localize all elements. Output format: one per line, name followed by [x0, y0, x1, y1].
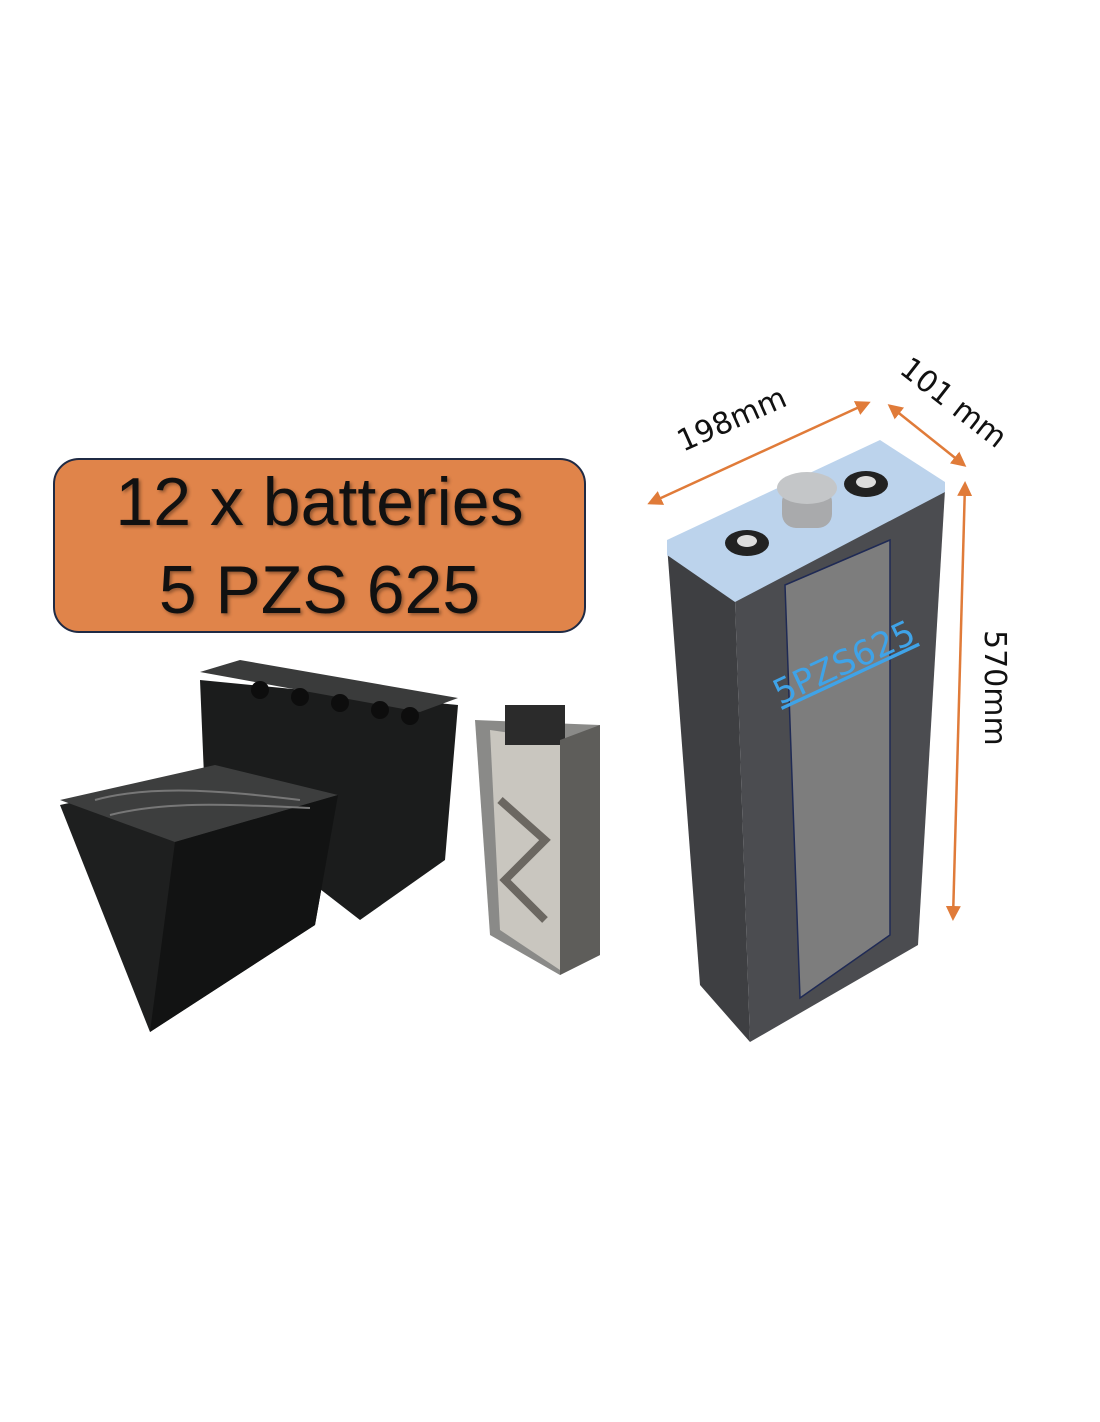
terminal-icon: [844, 471, 888, 497]
cell-left-face: [667, 545, 750, 1042]
height-dimension-label: 570mm: [977, 630, 1012, 746]
cell-label-panel: [784, 538, 891, 1000]
headline-line-2: 5 PZS 625: [158, 551, 481, 628]
depth-dimension-label: 101 mm: [893, 351, 1013, 456]
terminal-icon: [725, 530, 769, 556]
headline-line-1: 12 x batteries: [115, 463, 524, 540]
vent-cap-icon: [777, 472, 837, 528]
depth-dimension-arrow: [887, 404, 967, 467]
width-dimension-arrow: [647, 401, 871, 505]
headline-box: 12 x batteries 5 PZS 625: [53, 458, 586, 633]
battery-tray-front-image: [60, 765, 338, 1032]
height-dimension-arrow: [945, 481, 973, 921]
cell-cutaway-image: [475, 705, 600, 975]
battery-cell-3d: 5PZS625: [667, 440, 945, 1042]
